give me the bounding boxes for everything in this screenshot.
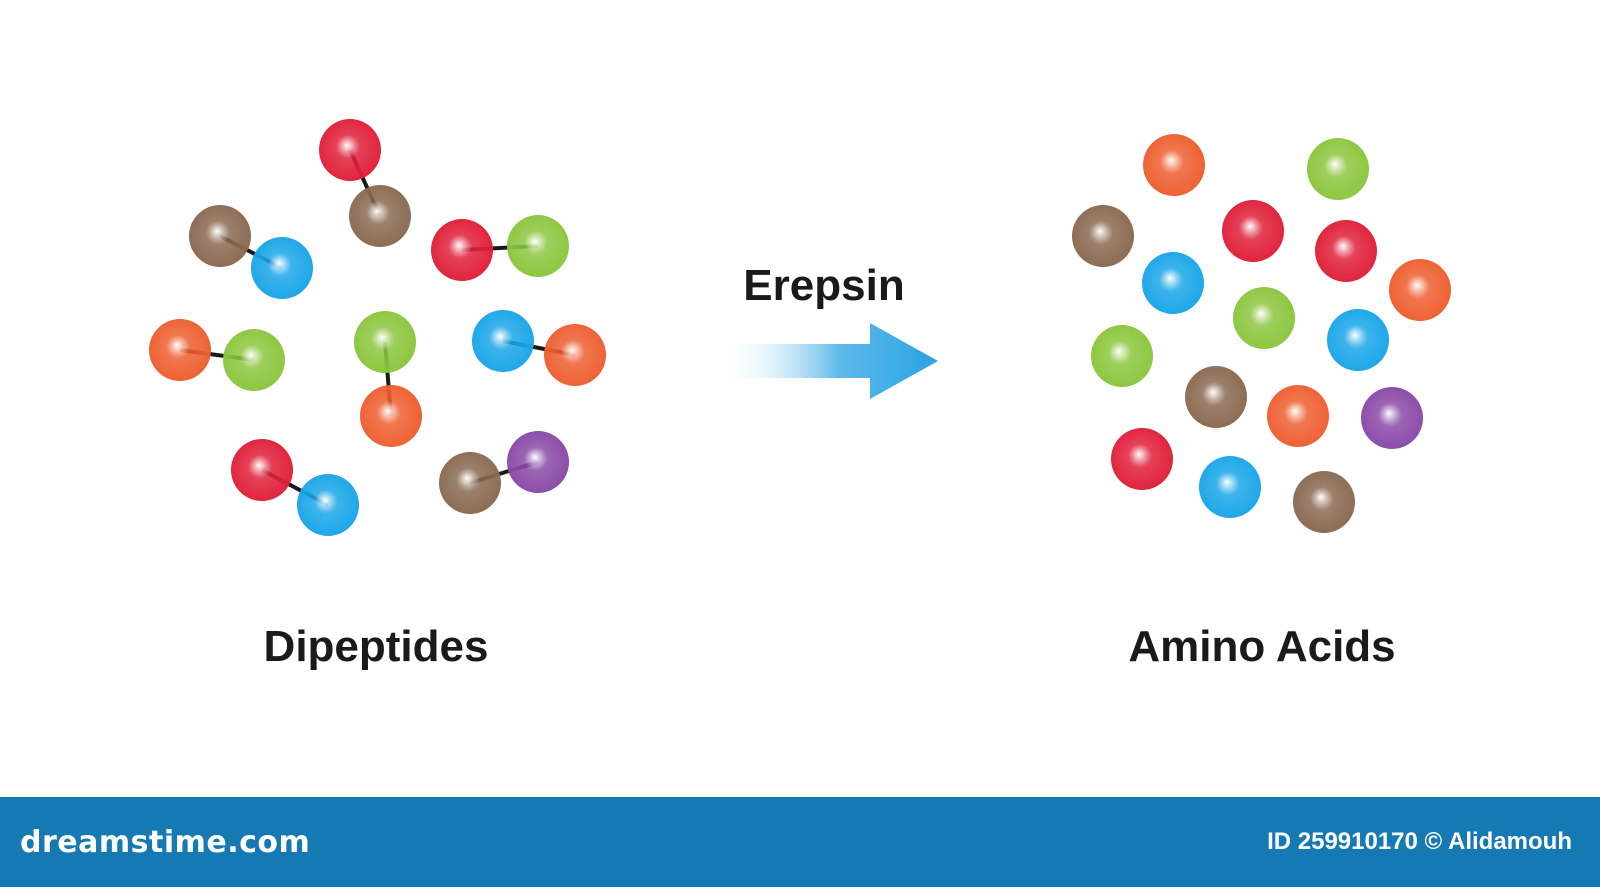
dipeptide-sphere-brown: [189, 205, 251, 267]
amino-acid-sphere-red: [1222, 200, 1284, 262]
dipeptide-sphere-purple: [507, 431, 569, 493]
amino-acid-sphere-green: [1091, 325, 1153, 387]
amino-acid-sphere-purple: [1361, 387, 1423, 449]
amino-acid-sphere-blue: [1142, 252, 1204, 314]
amino-acid-sphere-red: [1315, 220, 1377, 282]
amino-acid-sphere-green: [1233, 287, 1295, 349]
amino-acid-sphere-green: [1307, 138, 1369, 200]
amino-acid-sphere-red: [1111, 428, 1173, 490]
dipeptide-sphere-blue: [472, 310, 534, 372]
diagram-canvas: Erepsin Dipeptides Amino Acids: [149, 119, 1451, 671]
amino-acid-sphere-brown: [1293, 471, 1355, 533]
dipeptide-sphere-blue: [251, 237, 313, 299]
dipeptides-group: [149, 119, 606, 536]
dipeptide-sphere-brown: [439, 452, 501, 514]
image-credit: ID 259910170 © Alidamouh: [1267, 828, 1572, 855]
dipeptide-sphere-green: [507, 215, 569, 277]
site-logo-text[interactable]: dreamstime.com: [20, 825, 311, 860]
dipeptide-sphere-red: [231, 439, 293, 501]
amino-acid-sphere-blue: [1327, 309, 1389, 371]
amino-acid-sphere-orange: [1143, 134, 1205, 196]
amino-acid-sphere-blue: [1199, 456, 1261, 518]
diagram-graphic: [149, 119, 1451, 536]
amino-acid-sphere-orange: [1267, 385, 1329, 447]
footer-bar: dreamstime.com ID 259910170 © Alidamouh: [0, 797, 1600, 887]
enzyme-label: Erepsin: [743, 261, 905, 310]
dipeptide-sphere-orange: [360, 385, 422, 447]
dipeptide-sphere-blue: [297, 474, 359, 536]
reaction-arrow: [718, 323, 938, 399]
dipeptide-sphere-red: [431, 219, 493, 281]
amino-acid-sphere-brown: [1185, 366, 1247, 428]
dipeptide-sphere-orange: [149, 319, 211, 381]
dipeptides-label: Dipeptides: [263, 622, 489, 671]
dipeptide-sphere-red: [319, 119, 381, 181]
amino-acids-group: [1072, 134, 1451, 533]
dipeptide-sphere-green: [223, 329, 285, 391]
amino-acid-sphere-orange: [1389, 259, 1451, 321]
dipeptide-sphere-orange: [544, 324, 606, 386]
dipeptide-sphere-brown: [349, 185, 411, 247]
amino-acids-label: Amino Acids: [1128, 622, 1396, 671]
dipeptide-sphere-green: [354, 311, 416, 373]
amino-acid-sphere-brown: [1072, 205, 1134, 267]
